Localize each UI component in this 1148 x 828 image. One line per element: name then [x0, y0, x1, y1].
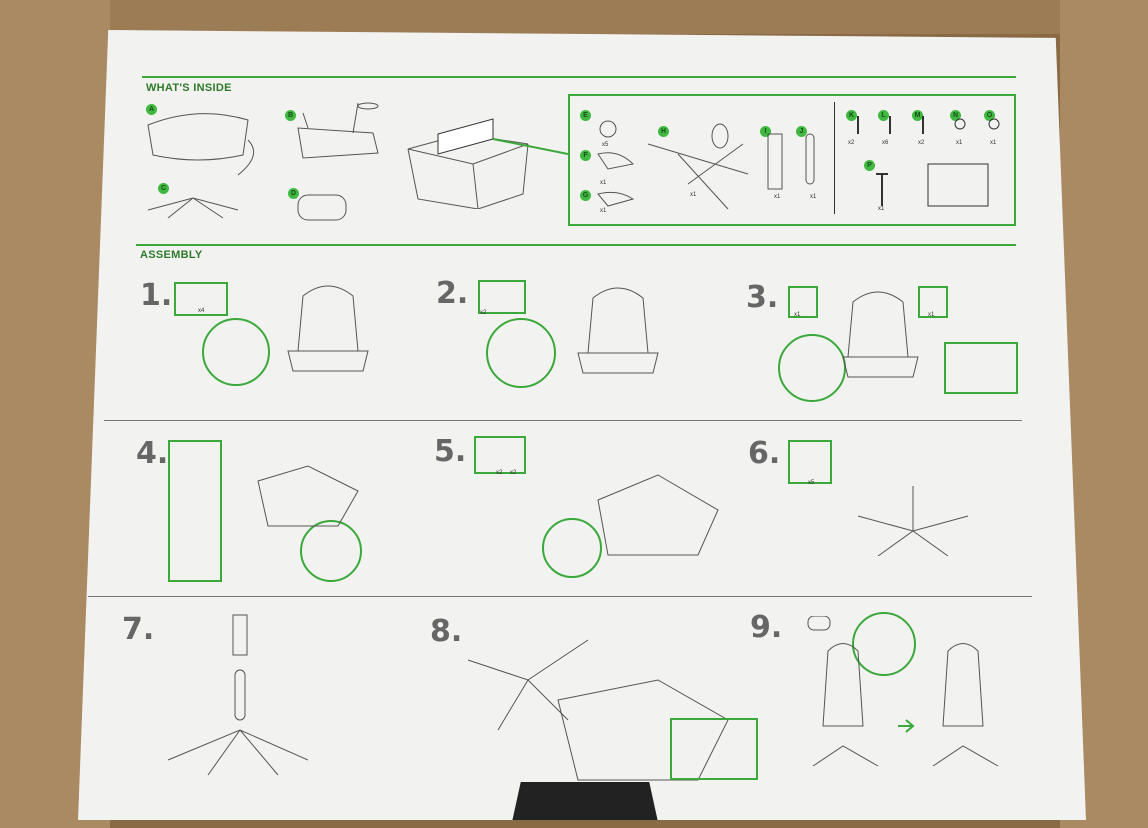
hw-label-n: N	[950, 110, 961, 121]
step-5-detail-circle	[542, 518, 602, 578]
step-2-detail-circle	[486, 318, 556, 388]
step-8-illustration	[467, 639, 729, 781]
step-7-number: 7.	[122, 612, 155, 647]
hw-qty-k: x2	[848, 140, 855, 146]
step-5-number: 5.	[434, 434, 467, 469]
hw-label-l: L	[878, 110, 889, 121]
step-2-number: 2.	[436, 276, 469, 311]
hw-qty-i: x1	[774, 194, 781, 200]
part-label-d: D	[288, 188, 299, 199]
step-3-detail-circle	[778, 334, 846, 402]
step-5-parts-box	[474, 436, 526, 474]
hw-label-k: K	[846, 110, 857, 121]
step-7-illustration	[167, 614, 308, 776]
seat-base-illustration	[297, 102, 379, 159]
hw-label-i: I	[760, 126, 771, 137]
step-6-wheelbase	[857, 486, 969, 556]
hw-label-h: H	[658, 126, 669, 137]
hw-label-e: E	[580, 110, 591, 121]
step-3-parts-box-a	[788, 286, 818, 318]
seat-back-illustration	[147, 113, 255, 176]
whats-inside-rule	[142, 76, 1016, 78]
step-5-qty-b: x2	[510, 470, 517, 476]
hw-label-j: J	[796, 126, 807, 137]
step-4-detail-circle	[300, 520, 362, 582]
step-6-qty: x5	[808, 480, 815, 486]
step-9-number: 9.	[750, 610, 783, 645]
step-1-parts-box	[174, 282, 228, 316]
step-3-detail-box	[944, 342, 1018, 394]
instruction-sheet: WHAT'S INSIDE A B C D E x5 F x1 G x1 H x…	[78, 30, 1086, 820]
assembly-heading: ASSEMBLY	[140, 249, 203, 261]
hw-qty-h: x1	[690, 192, 697, 198]
step-4-parts-box	[168, 440, 222, 582]
step-6-parts-box	[788, 440, 832, 484]
step-3-qty-b: x1	[928, 312, 935, 318]
step-1-qty: x4	[198, 308, 205, 314]
box-flap-top	[110, 0, 1060, 34]
row-1-divider	[104, 420, 1022, 421]
hw-qty-l: x6	[882, 140, 889, 146]
hardware-divider	[834, 102, 835, 214]
step-4-seat	[257, 465, 359, 527]
step-5-seat	[597, 474, 719, 556]
hw-qty-o: x1	[990, 140, 997, 146]
hw-qty-e: x5	[602, 142, 609, 148]
hw-label-f: F	[580, 150, 591, 161]
box-illustration	[407, 118, 568, 209]
step-6-number: 6.	[748, 436, 781, 471]
hw-label-o: O	[984, 110, 995, 121]
part-label-a: A	[146, 104, 157, 115]
hw-label-g: G	[580, 190, 591, 201]
whats-inside-heading: WHAT'S INSIDE	[146, 82, 232, 94]
step-8-number: 8.	[430, 614, 463, 649]
step-3-chair	[842, 291, 919, 378]
step-2-qty: x2	[480, 310, 487, 316]
step-3-number: 3.	[746, 280, 779, 315]
hw-qty-g: x1	[600, 208, 607, 214]
wheelbase-illustration	[147, 197, 239, 219]
hw-qty-f: x1	[600, 180, 607, 186]
hw-qty-p: x1	[878, 206, 885, 212]
step-8-detail-box	[670, 718, 758, 780]
pillow-illustration	[297, 194, 347, 221]
step-3-qty-a: x1	[794, 312, 801, 318]
step-3-parts-box-b	[918, 286, 948, 318]
hw-label-p: P	[864, 160, 875, 171]
sheet-cutout	[512, 782, 658, 820]
part-label-b: B	[285, 110, 296, 121]
part-label-c: C	[158, 183, 169, 194]
hardware-illustrations	[597, 116, 1000, 210]
row-2-divider	[88, 596, 1032, 597]
hw-qty-m: x2	[918, 140, 925, 146]
step-2-chair	[577, 287, 659, 374]
assembly-rule	[136, 244, 1016, 246]
hw-qty-j: x1	[810, 194, 817, 200]
hw-qty-n: x1	[956, 140, 963, 146]
step-2-parts-box	[478, 280, 526, 314]
step-1-number: 1.	[140, 278, 173, 313]
step-9-detail-circle	[852, 612, 916, 676]
step-1-detail-circle	[202, 318, 270, 386]
hw-label-m: M	[912, 110, 923, 121]
hardware-box	[568, 94, 1016, 226]
step-5-qty-a: x2	[496, 470, 503, 476]
step-9-illustration	[807, 616, 999, 767]
step-1-chair	[287, 285, 369, 372]
step-4-number: 4.	[136, 436, 169, 471]
